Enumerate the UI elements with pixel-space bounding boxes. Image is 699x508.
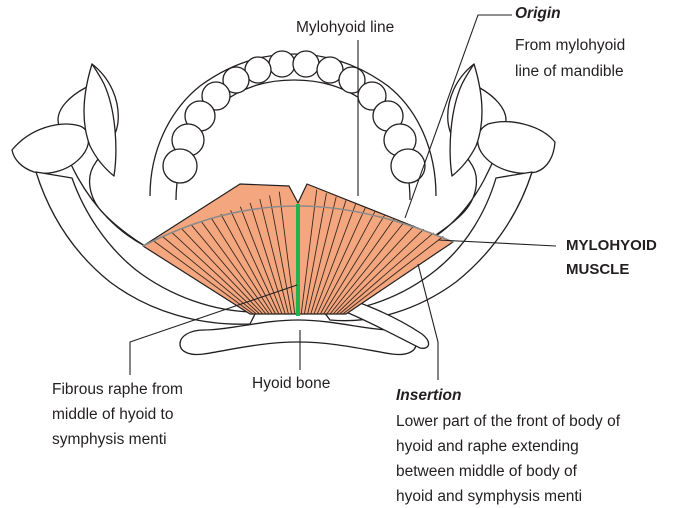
label-hyoid-bone: Hyoid bone — [252, 374, 330, 394]
label-raphe-line3: symphysis menti — [52, 430, 167, 450]
tooth — [293, 51, 319, 77]
label-raphe-line1: Fibrous raphe from — [52, 380, 183, 400]
label-raphe-line2: middle of hyoid to — [52, 405, 174, 425]
label-insertion-title: Insertion — [396, 386, 461, 406]
label-origin-title: Origin — [515, 4, 561, 24]
label-insertion-line2: hyoid and raphe extending — [396, 437, 579, 457]
label-muscle-line2: MUSCLE — [566, 260, 629, 280]
label-insertion-line3: between middle of body of — [396, 462, 577, 482]
teeth-arch — [150, 51, 436, 200]
label-origin-line2: line of mandible — [515, 62, 624, 82]
label-origin-line1: From mylohyoid — [515, 36, 625, 56]
label-mylohyoid-line: Mylohyoid line — [296, 18, 394, 38]
label-insertion-line4: hyoid and symphysis menti — [396, 487, 582, 507]
tooth — [163, 149, 197, 183]
label-insertion-line1: Lower part of the front of body of — [396, 412, 620, 432]
tooth — [269, 51, 295, 77]
label-muscle-line1: MYLOHYOID — [566, 236, 657, 256]
